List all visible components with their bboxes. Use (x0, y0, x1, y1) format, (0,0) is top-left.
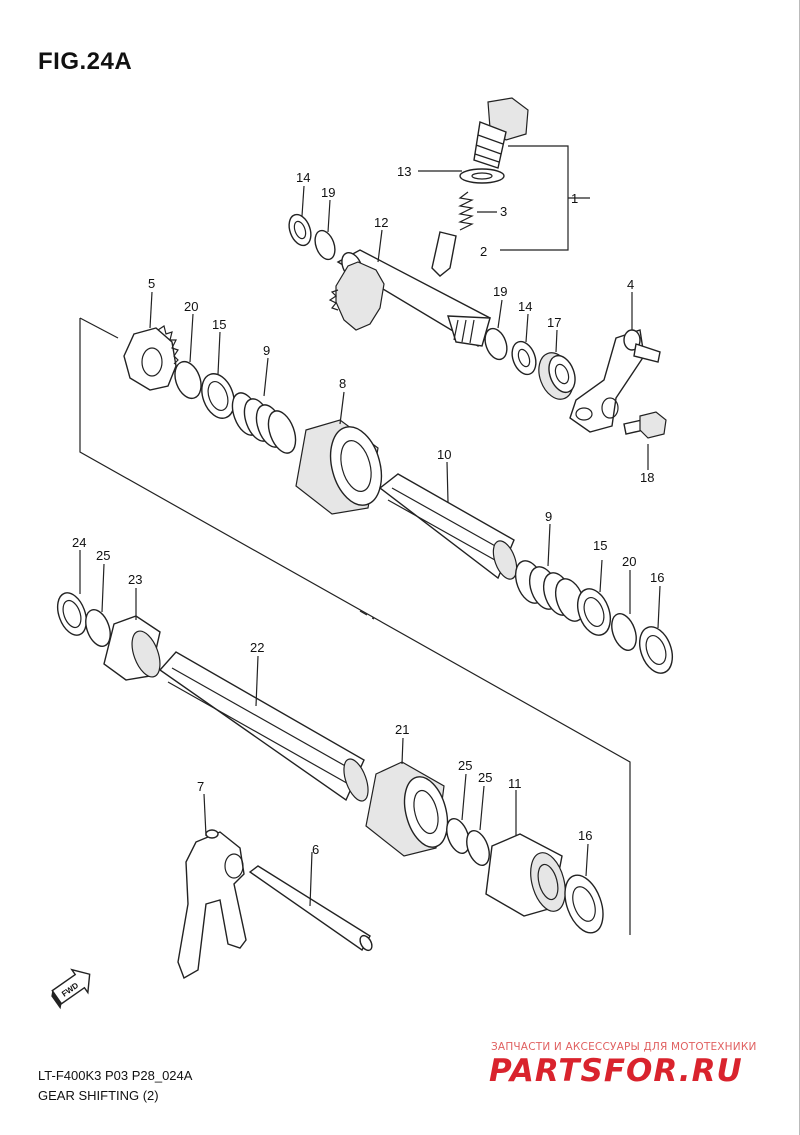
callout-11: 11 (508, 776, 522, 791)
callout-17: 17 (547, 315, 561, 330)
callout-9-right: 9 (545, 509, 552, 524)
part-circlip-20-left (174, 360, 202, 400)
callout-2: 2 (480, 244, 487, 259)
callout-25-left: 25 (96, 548, 110, 563)
part-plunger-2 (431, 231, 457, 277)
part-washer-15-right (576, 588, 612, 636)
part-spring-3 (458, 191, 474, 231)
callout-21: 21 (395, 722, 409, 737)
part-circlip-19-upper (314, 229, 336, 261)
callout-3: 3 (500, 204, 507, 219)
part-bearing-11 (485, 833, 566, 917)
callout-5: 5 (148, 276, 155, 291)
callout-1: 1 (571, 191, 578, 206)
part-washer-16-lower (564, 874, 604, 934)
callout-18: 18 (640, 470, 654, 485)
callout-labels: 1 2 3 4 6 5 7 8 9 9 10 11 12 13 14 14 15… (72, 164, 664, 857)
callout-7: 7 (197, 779, 204, 794)
part-washer-14-upper (288, 213, 312, 247)
callout-19-upper: 19 (321, 185, 335, 200)
part-rod-6 (248, 865, 373, 952)
part-bolt (473, 97, 529, 169)
fwd-arrow-icon: FWD (51, 968, 91, 1010)
callout-20-left: 20 (184, 299, 198, 314)
callout-16-lower: 16 (578, 828, 592, 843)
part-gear-5 (123, 325, 179, 391)
callout-15-left: 15 (212, 317, 226, 332)
figure-caption: GEAR SHIFTING (2) (38, 1088, 159, 1103)
callout-10: 10 (437, 447, 451, 462)
part-washer-16-upper (638, 626, 674, 674)
part-spring-9-left (231, 392, 297, 454)
assembly-outline (79, 317, 631, 935)
callout-14-upper: 14 (296, 170, 310, 185)
part-bushing-23 (103, 615, 161, 681)
part-washer-15-left (201, 373, 235, 419)
callout-6: 6 (312, 842, 319, 857)
callout-15-right: 15 (593, 538, 607, 553)
callout-14-right: 14 (518, 299, 532, 314)
part-washer-14-right (511, 340, 537, 376)
callout-20-right: 20 (622, 554, 636, 569)
callout-13: 13 (397, 164, 411, 179)
part-spring-9-right (514, 560, 586, 622)
part-bearing-8 (295, 419, 383, 515)
part-circlip-25-left (85, 609, 111, 647)
part-bolt-18 (623, 411, 667, 439)
callout-4: 4 (627, 277, 634, 292)
callout-23: 23 (128, 572, 142, 587)
part-shaft-10 (378, 473, 518, 580)
callout-25-a: 25 (458, 758, 472, 773)
part-bearing-17 (538, 352, 576, 400)
callout-22: 22 (250, 640, 264, 655)
callout-16-upper: 16 (650, 570, 664, 585)
callout-12: 12 (374, 215, 388, 230)
part-shift-arm-4 (569, 329, 661, 433)
callout-25-b: 25 (478, 770, 492, 785)
part-circlip-25-b (466, 830, 490, 866)
leader-lines (79, 145, 661, 907)
watermark-tagline: ЗАПЧАСТИ И АКСЕССУАРЫ ДЛЯ МОТОТЕХНИКИ (491, 1041, 757, 1053)
callout-9-left: 9 (263, 343, 270, 358)
part-shaft-22 (158, 651, 369, 802)
part-circlip-19-right (484, 327, 508, 361)
callout-24: 24 (72, 535, 86, 550)
callout-8: 8 (339, 376, 346, 391)
part-shift-shaft-12 (328, 249, 491, 348)
part-washer-13 (459, 168, 505, 184)
part-circlip-20-right (611, 613, 637, 651)
part-washer-24 (56, 592, 88, 636)
part-bearing-21 (365, 761, 449, 857)
callout-19-right: 19 (493, 284, 507, 299)
part-shift-fork-7 (177, 829, 247, 980)
watermark-logo: PARTSFOR.RU (489, 1053, 743, 1089)
figure-code: LT-F400K3 P03 P28_024A (38, 1068, 193, 1083)
figure-title: FIG.24A (38, 48, 133, 75)
part-circlip-25-a (446, 818, 470, 854)
